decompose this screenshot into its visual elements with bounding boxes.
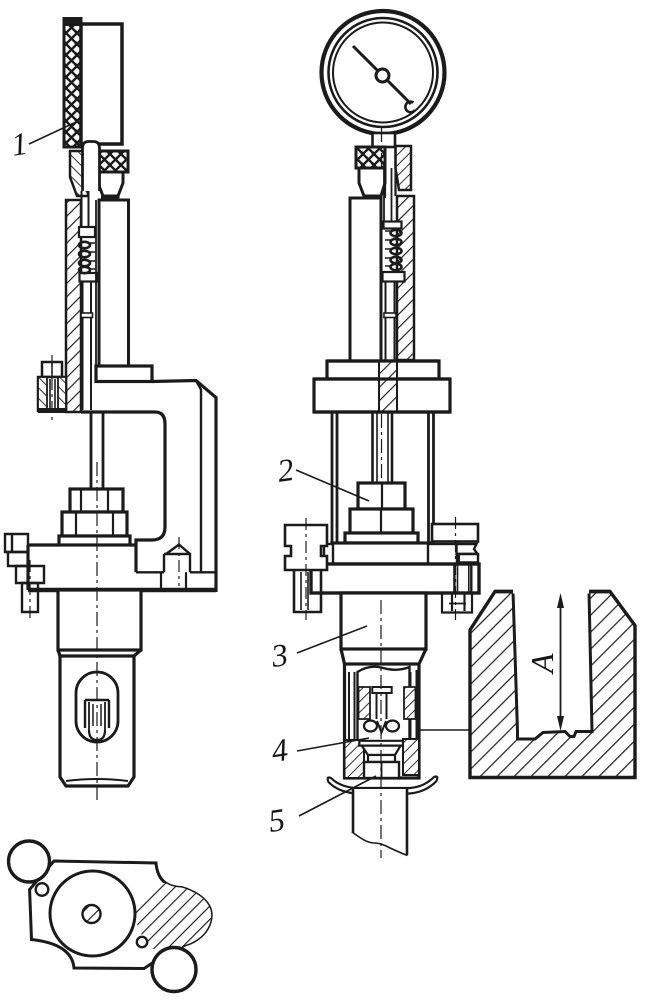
svg-text:5: 5 [266, 801, 287, 839]
svg-text:4: 4 [269, 731, 290, 769]
svg-text:2: 2 [275, 451, 296, 489]
svg-text:A: A [524, 653, 560, 675]
svg-text:1: 1 [9, 125, 30, 163]
svg-text:3: 3 [268, 636, 290, 674]
